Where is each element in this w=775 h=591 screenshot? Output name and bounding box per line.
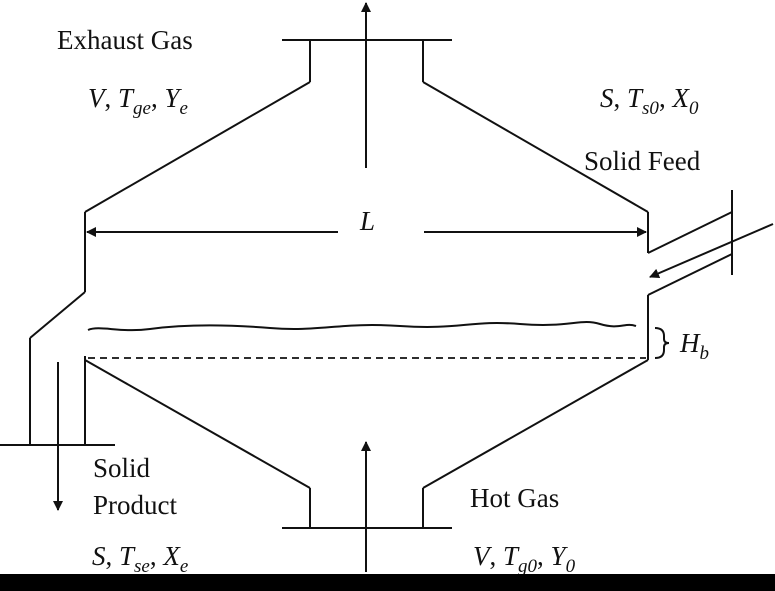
hot-gas-label: Hot Gas: [470, 483, 559, 513]
bed-height-label: Hb: [679, 328, 709, 364]
vessel-outline: [0, 39, 733, 529]
product-stream-vars: S, Tse, Xe: [92, 541, 188, 577]
length-label: L: [359, 206, 375, 236]
bottom-black-bar: [0, 574, 775, 591]
product-label: Product: [93, 490, 177, 520]
solid-feed-label: Solid Feed: [584, 146, 701, 176]
hot-gas-stream-vars: V, Tg0, Y0: [473, 541, 576, 577]
feed-arrow: [649, 223, 774, 279]
exhaust-gas-label: Exhaust Gas: [57, 25, 193, 55]
exhaust-stream-vars: V, Tge, Ye: [88, 83, 188, 119]
feed-stream-vars: S, Ts0, X0: [600, 83, 699, 119]
bed-surface: [87, 321, 637, 332]
solid-label: Solid: [93, 453, 151, 483]
bed-height-brace: [654, 327, 670, 359]
